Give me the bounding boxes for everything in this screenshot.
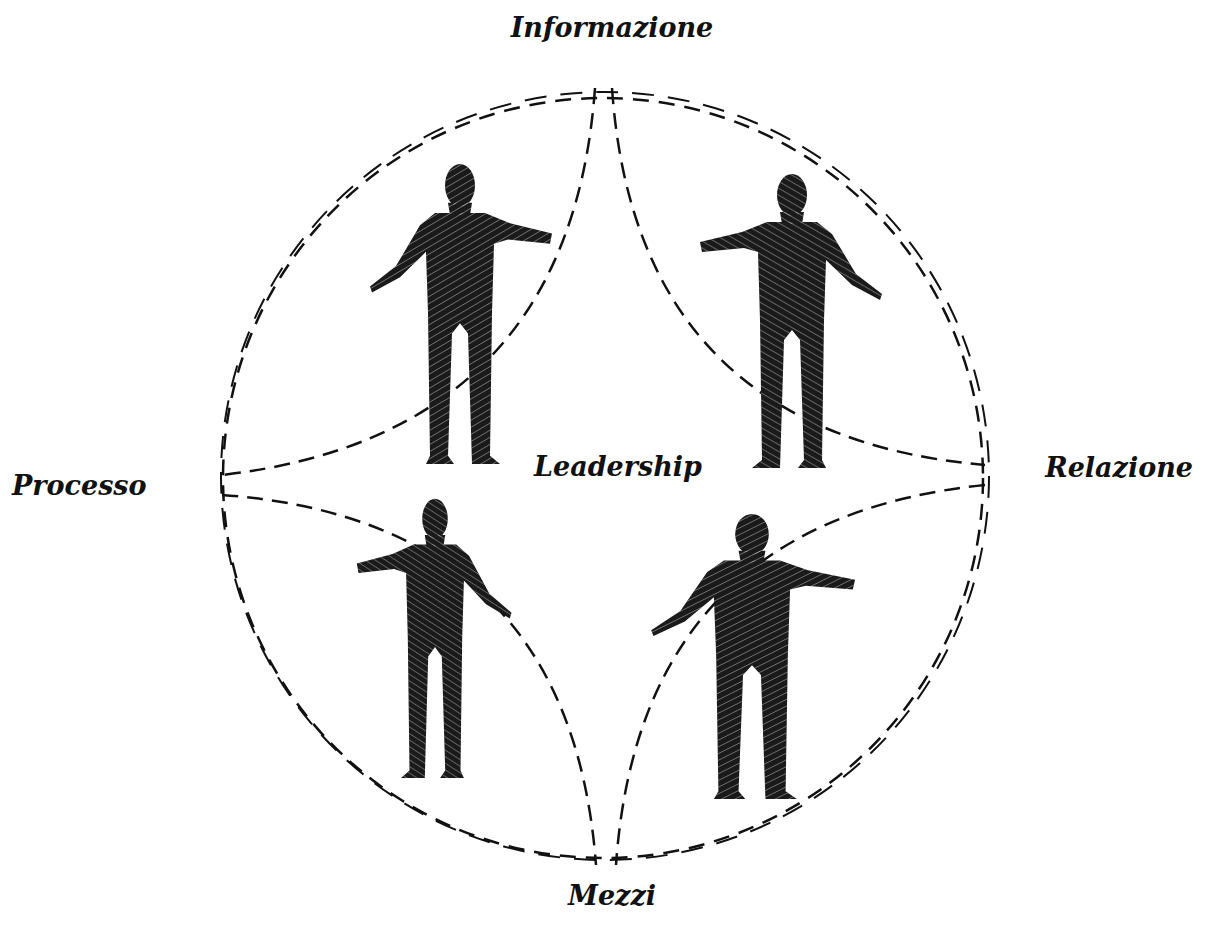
axis-label: Relazione (1039, 450, 1199, 486)
figures (357, 164, 882, 799)
axis-label: Processo (6, 468, 153, 504)
inner-curves (222, 88, 985, 865)
axis-label: Informazione (505, 10, 720, 46)
center-label: Leadership (528, 449, 708, 485)
axis-label: Mezzi (562, 878, 662, 914)
dashed-circle (221, 92, 989, 860)
